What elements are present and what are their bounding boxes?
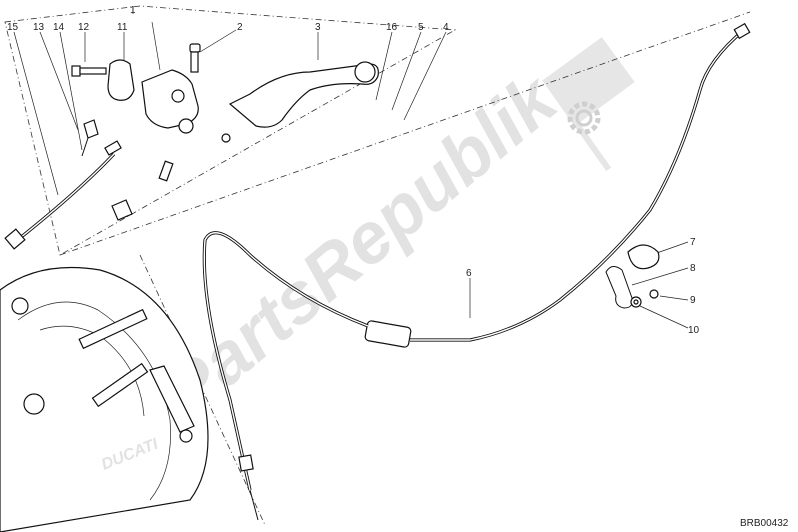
bolt-2 [189, 43, 201, 73]
wire-15 [19, 152, 116, 240]
callout-5: 5 [418, 22, 424, 33]
callout-13: 13 [33, 22, 45, 33]
clip-8 [605, 266, 633, 309]
watermark-text: PartsRepublik [149, 57, 574, 432]
callout-6: 6 [466, 268, 472, 279]
clutch-cover: DUCATI [0, 266, 209, 532]
callout-16: 16 [386, 22, 398, 33]
callout-1: 1 [130, 5, 136, 16]
bolt-9 [649, 289, 659, 299]
callout-10: 10 [688, 325, 700, 336]
watermark: PartsRepublik [149, 37, 635, 432]
lever-3 [228, 63, 379, 128]
switch-14 [83, 119, 99, 139]
callout-2: 2 [237, 22, 243, 33]
clutch-cable-6 [202, 22, 751, 521]
callout-3: 3 [315, 22, 321, 33]
grommet-7 [627, 244, 660, 270]
bolt-12 [71, 65, 107, 77]
callout-11: 11 [117, 22, 128, 33]
callout-15: 15 [7, 22, 19, 33]
callout-14: 14 [53, 22, 65, 33]
leader-lines [13, 6, 689, 329]
cable-guide-parts [605, 244, 660, 309]
master-body [141, 69, 199, 129]
pivot-5 [221, 133, 231, 143]
callout-8: 8 [690, 263, 696, 274]
callout-7: 7 [690, 237, 696, 248]
callout-12: 12 [78, 22, 90, 33]
callout-4: 4 [443, 22, 449, 33]
clamp-11 [107, 59, 135, 101]
reference-code: BRB00432 [740, 518, 789, 529]
callout-labels: 1 2 3 4 5 6 7 8 9 10 11 12 13 14 15 16 [7, 5, 700, 336]
callout-9: 9 [690, 295, 696, 306]
flag-icon [542, 37, 635, 172]
gear-icon [567, 101, 601, 135]
lever-assembly [4, 43, 379, 250]
